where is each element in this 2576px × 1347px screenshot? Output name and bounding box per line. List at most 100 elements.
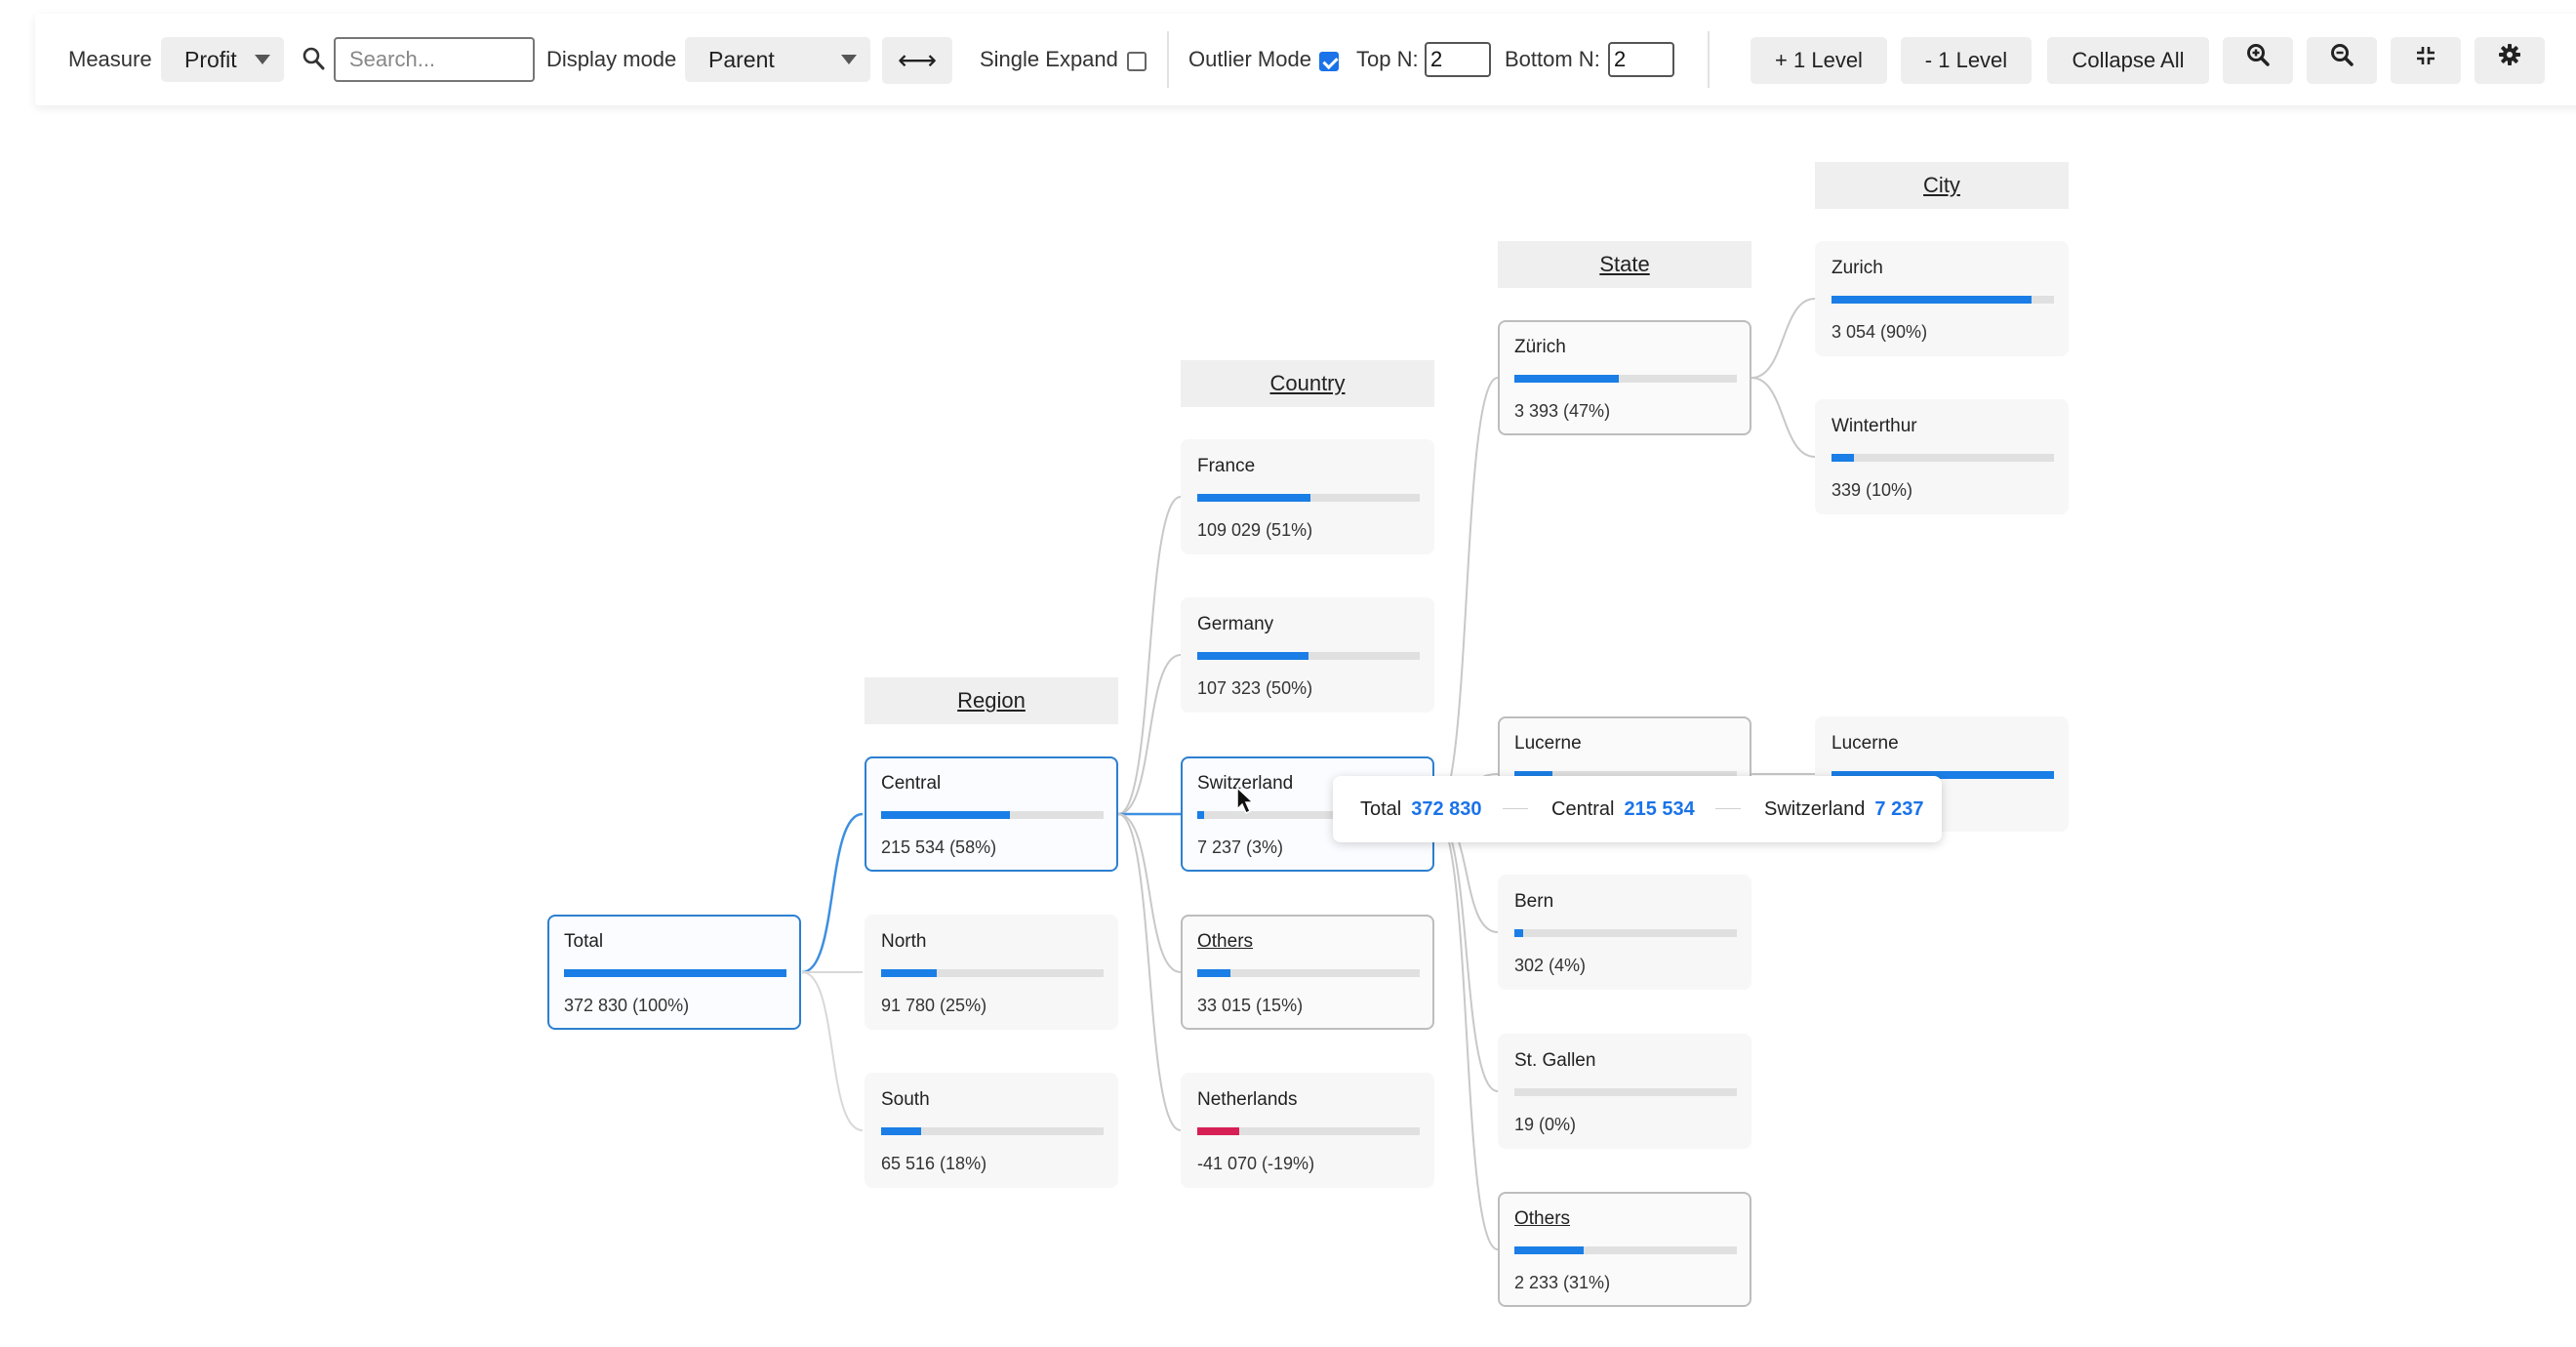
node-bar xyxy=(1831,454,2054,462)
node-bar-fill xyxy=(1197,652,1308,660)
tooltip-value: 215 534 xyxy=(1624,798,1695,820)
node-bar xyxy=(1831,771,2054,779)
link-switzerland-stgallen xyxy=(1433,813,1499,1092)
tooltip-value: 372 830 xyxy=(1411,798,1482,820)
chevron-down-icon xyxy=(841,55,857,64)
node-north[interactable]: North 91 780 (25%) xyxy=(865,915,1118,1030)
node-label: St. Gallen xyxy=(1514,1050,1596,1071)
node-label: Zurich xyxy=(1831,258,1883,278)
node-bar-fill xyxy=(881,1127,922,1135)
node-bar-fill xyxy=(881,969,937,977)
node-winterthur[interactable]: Winterthur 339 (10%) xyxy=(1815,399,2069,514)
node-value: 107 323 (50%) xyxy=(1197,678,1313,698)
bottom-n-input[interactable]: 2 xyxy=(1608,42,1674,77)
node-germany[interactable]: Germany 107 323 (50%) xyxy=(1181,597,1434,713)
node-bar-fill xyxy=(1831,454,1854,462)
node-bar-fill xyxy=(881,811,1011,819)
tooltip-label: Switzerland xyxy=(1764,798,1866,820)
node-value: 109 029 (51%) xyxy=(1197,520,1313,540)
display-mode-select[interactable]: Parent xyxy=(685,37,870,82)
link-central-france xyxy=(1117,496,1182,815)
node-label: Lucerne xyxy=(1514,733,1582,754)
link-zurich-winterthur xyxy=(1751,377,1816,458)
node-label: Bern xyxy=(1514,891,1554,912)
chevron-down-icon xyxy=(255,55,270,64)
node-value: 65 516 (18%) xyxy=(881,1154,987,1173)
link-switzerland-others xyxy=(1433,813,1499,1250)
node-south[interactable]: South 65 516 (18%) xyxy=(865,1073,1118,1188)
node-france[interactable]: France 109 029 (51%) xyxy=(1181,439,1434,554)
search-icon xyxy=(302,46,325,77)
measure-value: Profit xyxy=(184,47,237,72)
node-value: 2 233 (31%) xyxy=(1514,1273,1611,1292)
single-expand-label: Single Expand xyxy=(980,47,1118,71)
link-zurich-zurichcity xyxy=(1751,298,1816,379)
column-header-region[interactable]: Region xyxy=(865,677,1118,724)
node-value: 3 393 (47%) xyxy=(1514,401,1611,421)
node-bar-fill xyxy=(1197,1127,1240,1135)
top-n-input[interactable]: 2 xyxy=(1425,42,1491,77)
zoom-out-button[interactable] xyxy=(2307,37,2377,84)
node-value: 3 054 (90%) xyxy=(1831,322,1928,342)
node-label: North xyxy=(881,931,927,952)
node-bar-fill xyxy=(1514,929,1524,937)
search-input[interactable]: Search... xyxy=(334,37,535,82)
node-value: 19 (0%) xyxy=(1514,1115,1577,1134)
top-n-label: Top N: xyxy=(1356,47,1419,71)
tooltip-value: 7 237 xyxy=(1874,798,1924,820)
single-expand-checkbox[interactable] xyxy=(1127,52,1147,71)
node-country-others[interactable]: Others 33 015 (15%) xyxy=(1181,915,1434,1030)
outlier-mode-label: Outlier Mode xyxy=(1188,47,1311,71)
display-mode-label: Display mode xyxy=(546,47,677,71)
zoom-out-icon xyxy=(2330,36,2354,83)
node-label: Netherlands xyxy=(1197,1089,1298,1110)
node-bar xyxy=(1831,296,2054,304)
node-st-gallen[interactable]: St. Gallen 19 (0%) xyxy=(1498,1034,1751,1149)
node-netherlands[interactable]: Netherlands -41 070 (-19%) xyxy=(1181,1073,1434,1188)
node-central[interactable]: Central 215 534 (58%) xyxy=(865,756,1118,872)
measure-select[interactable]: Profit xyxy=(161,37,284,82)
remove-level-button[interactable]: - 1 Level xyxy=(1901,37,2032,84)
column-header-state[interactable]: State xyxy=(1498,241,1751,288)
add-level-button[interactable]: + 1 Level xyxy=(1751,37,1887,84)
node-value: 339 (10%) xyxy=(1831,480,1913,500)
node-bar-fill xyxy=(1514,1246,1584,1254)
zoom-in-button[interactable] xyxy=(2223,37,2293,84)
settings-button[interactable] xyxy=(2475,37,2545,84)
fit-to-screen-button[interactable] xyxy=(2391,37,2461,84)
display-mode-value: Parent xyxy=(708,47,775,72)
swap-orientation-button[interactable]: ⟷ xyxy=(882,37,952,84)
outlier-mode-checkbox[interactable] xyxy=(1319,52,1339,71)
link-switzerland-zurich xyxy=(1433,377,1499,815)
node-label: Others xyxy=(1197,931,1254,952)
toolbar-divider xyxy=(1708,31,1710,88)
node-bar xyxy=(881,1127,1104,1135)
node-label: Switzerland xyxy=(1197,773,1294,794)
node-bar xyxy=(564,969,786,977)
node-zurich-city[interactable]: Zurich 3 054 (90%) xyxy=(1815,241,2069,356)
node-bar xyxy=(1197,494,1420,502)
double-arrow-icon: ⟷ xyxy=(897,45,938,75)
node-bar xyxy=(1514,929,1737,937)
node-bar-fill xyxy=(564,969,786,977)
column-header-country[interactable]: Country xyxy=(1181,360,1434,407)
node-value: 215 534 (58%) xyxy=(881,837,997,857)
node-bern[interactable]: Bern 302 (4%) xyxy=(1498,875,1751,990)
node-label: Winterthur xyxy=(1831,416,1917,436)
column-header-city[interactable]: City xyxy=(1815,162,2069,209)
node-label: Germany xyxy=(1197,614,1274,634)
node-value: 33 015 (15%) xyxy=(1197,996,1304,1015)
collapse-all-button[interactable]: Collapse All xyxy=(2047,37,2209,84)
node-bar xyxy=(1514,375,1737,383)
tooltip-separator xyxy=(1503,808,1528,809)
node-bar xyxy=(881,811,1104,819)
node-bar xyxy=(1197,652,1420,660)
node-total[interactable]: Total 372 830 (100%) xyxy=(547,915,801,1030)
node-state-others[interactable]: Others 2 233 (31%) xyxy=(1498,1192,1751,1307)
node-bar-fill xyxy=(1197,494,1311,502)
node-bar-fill xyxy=(1197,811,1204,819)
node-zurich-state[interactable]: Zürich 3 393 (47%) xyxy=(1498,320,1751,435)
